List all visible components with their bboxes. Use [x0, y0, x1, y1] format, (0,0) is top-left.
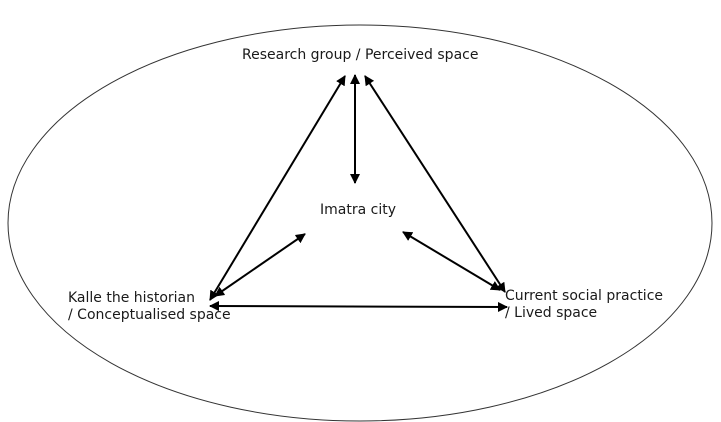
edge-center-left-arrow	[214, 233, 306, 297]
enclosing-ellipse	[7, 24, 713, 422]
edge-top-left-arrow	[209, 75, 346, 301]
edge-top-right-arrow	[364, 75, 506, 293]
node-imatra-city: Imatra city	[320, 202, 396, 218]
node-current-social-practice-line1: Current social practice	[505, 288, 664, 304]
edges-group	[209, 74, 508, 312]
edge-left-right-arrow	[209, 301, 508, 312]
node-kalle-historian-line1: Kalle the historian	[68, 290, 195, 306]
node-kalle-historian: Kalle the historian / Conceptualised spa…	[68, 290, 231, 324]
edge-center-right-arrow	[402, 231, 501, 291]
node-kalle-historian-line2: / Conceptualised space	[68, 307, 231, 323]
node-current-social-practice: Current social practice / Lived space	[505, 288, 663, 322]
node-current-social-practice-line2: / Lived space	[505, 305, 598, 321]
node-research-group: Research group / Perceived space	[242, 47, 479, 63]
